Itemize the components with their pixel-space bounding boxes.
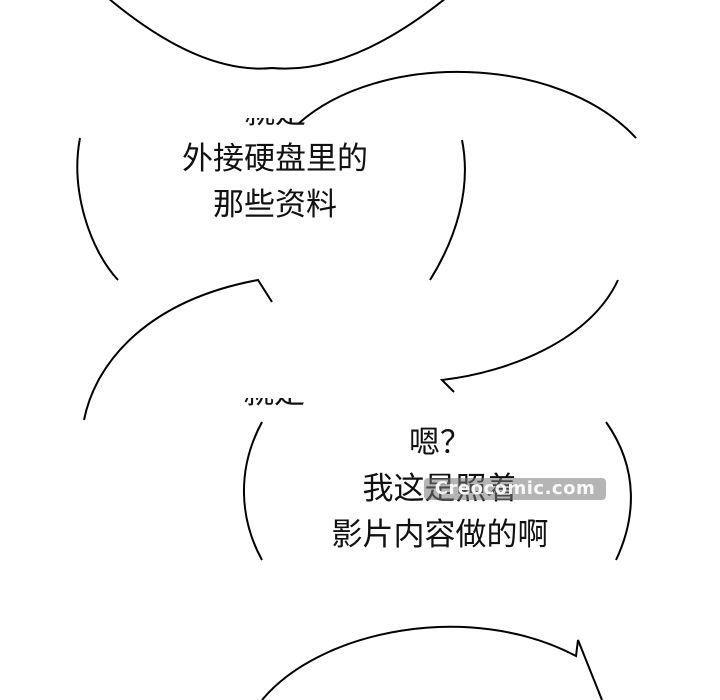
- bubble-2-partial-text: 就是: [224, 398, 324, 416]
- speech-bubble-bottom: [261, 625, 603, 700]
- bubble-1-partial-line: 就是: [160, 118, 390, 136]
- bubble-text-1: 就是 外接硬盘里的 那些资料: [160, 118, 390, 228]
- bubble-1-partial-text: 就是: [160, 118, 390, 136]
- speech-bubble-top: [108, 0, 446, 70]
- bubble-2-partial-line: 就是: [224, 398, 324, 416]
- speech-bubble-right: [297, 70, 637, 393]
- bubble-3-line-1: 嗯？: [409, 425, 471, 461]
- speech-bubble-left: [76, 137, 466, 281]
- bubble-3-line-3: 影片内容做的啊: [331, 517, 549, 553]
- bubble-1-line-2: 那些资料: [213, 187, 337, 223]
- bubble-text-2: 就是: [224, 398, 324, 416]
- bubble-1-line-1: 外接硬盘里的: [182, 141, 368, 177]
- watermark: Creocomic.com: [424, 478, 606, 500]
- speech-bubble-lower-left: [83, 278, 273, 421]
- speech-bubble-lower-right: [242, 421, 632, 561]
